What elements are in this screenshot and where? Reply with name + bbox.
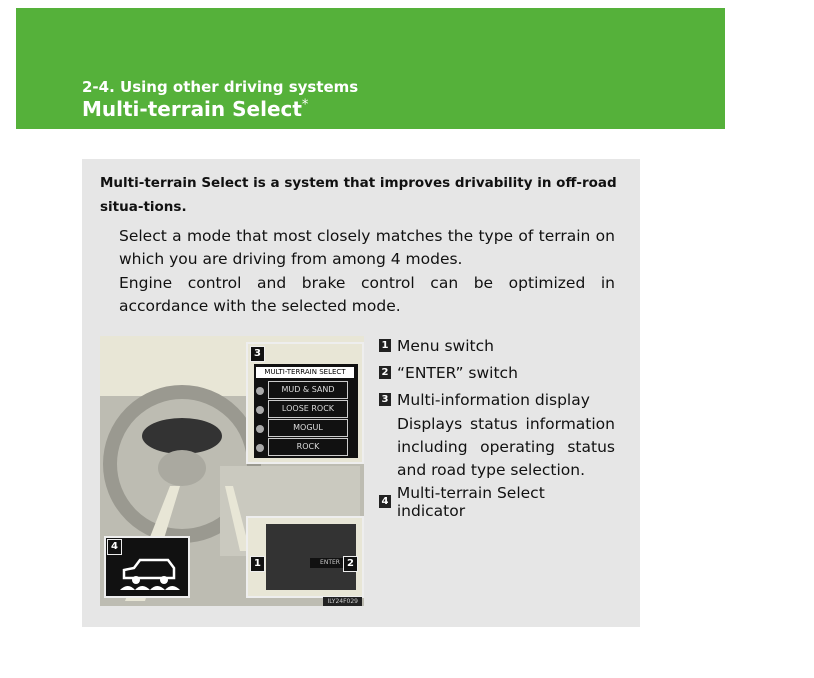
dashboard-illustration: 3 MULTI-TERRAIN SELECT MUD & SAND LOOSE …	[100, 336, 364, 606]
figure-legend: 1 Menu switch 2 “ENTER” switch 3 Multi-info…	[379, 332, 615, 520]
mode-icon	[256, 425, 264, 433]
enter-switch: ENTER	[310, 558, 350, 568]
display-callout: 3 MULTI-TERRAIN SELECT MUD & SAND LOOSE …	[246, 342, 364, 464]
mode-icon	[256, 406, 264, 414]
chapter-header: 2-4. Using other driving systems Multi-t…	[16, 8, 725, 129]
legend-number: 2	[379, 366, 391, 379]
callout-3: 3	[250, 346, 265, 362]
mode-loose-rock: LOOSE ROCK	[268, 400, 348, 418]
mode-icon	[256, 387, 264, 395]
legend-label: “ENTER” switch	[397, 363, 518, 382]
multi-information-display: MULTI-TERRAIN SELECT MUD & SAND LOOSE RO…	[254, 364, 358, 458]
figure-code: ILY24F029	[323, 597, 362, 606]
paragraph: Engine control and brake control can be …	[119, 274, 615, 315]
asterisk: *	[301, 97, 309, 113]
legend-label: Multi-information display	[397, 390, 590, 409]
callout-1: 1	[250, 556, 265, 572]
legend-item: 4 Multi-terrain Select indicator	[379, 484, 615, 520]
legend-item: 2 “ENTER” switch	[379, 359, 615, 386]
mode-icon	[256, 444, 264, 452]
legend-item: 3 Multi-information display	[379, 386, 615, 413]
legend-description: Displays status information including op…	[397, 415, 615, 479]
off-road-vehicle-icon	[120, 558, 180, 590]
indicator-callout: 4	[104, 536, 190, 598]
switch-callout: ENTER 1 2	[246, 516, 364, 598]
legend-item: 1 Menu switch	[379, 332, 615, 359]
section-heading: 2-4. Using other driving systems	[82, 78, 359, 96]
mode-rock: ROCK	[268, 438, 348, 456]
paragraph: Select a mode that most closely matches …	[119, 227, 615, 268]
intro-text: Multi-terrain Select is a system that im…	[100, 175, 617, 215]
title-text: Multi-terrain Select	[82, 97, 302, 121]
legend-number: 4	[379, 495, 391, 508]
mode-mud-sand: MUD & SAND	[268, 381, 348, 399]
page-title: Multi-terrain Select*	[82, 97, 308, 121]
legend-label: Multi-terrain Select indicator	[396, 483, 545, 520]
content-box: Multi-terrain Select is a system that im…	[82, 159, 640, 627]
legend-number: 3	[379, 393, 391, 406]
switch-panel: ENTER	[266, 524, 356, 590]
legend-number: 1	[379, 339, 391, 352]
mode-mogul: MOGUL	[268, 419, 348, 437]
callout-4: 4	[107, 539, 122, 555]
callout-2: 2	[343, 556, 358, 572]
legend-label: Menu switch	[397, 336, 494, 355]
display-title: MULTI-TERRAIN SELECT	[256, 367, 354, 378]
